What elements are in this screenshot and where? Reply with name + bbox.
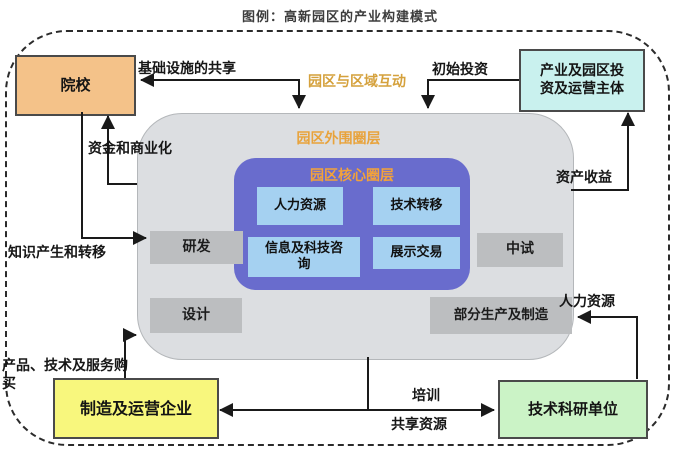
node-research-unit: 技术科研单位 bbox=[498, 380, 648, 439]
flow-label-training: 培训 bbox=[412, 388, 440, 404]
park-core-label: 园区核心圈层 bbox=[310, 168, 394, 184]
flow-label-knowledge: 知识产生和转移 bbox=[8, 245, 106, 261]
flow-label-region-interaction: 园区与区域互动 bbox=[308, 74, 406, 90]
core-item-info-consulting: 信息及科技咨 询 bbox=[248, 237, 360, 277]
diagram-title: 图例：高新园区的产业构建模式 bbox=[241, 10, 438, 25]
flow-label-capital: 资金和商业化 bbox=[88, 141, 172, 157]
node-manufacturer: 制造及运营企业 bbox=[53, 378, 219, 439]
core-item-tech-transfer: 技术转移 bbox=[373, 187, 460, 225]
outer-dashed-border bbox=[5, 30, 670, 446]
core-item-human-resources: 人力资源 bbox=[257, 187, 343, 225]
flow-label-initial-investment: 初始投资 bbox=[432, 62, 488, 78]
outer-item-rd: 研发 bbox=[150, 231, 243, 264]
node-college: 院校 bbox=[15, 55, 136, 116]
node-investor: 产业及园区投 资及运营主体 bbox=[519, 49, 645, 112]
outer-item-partial-production: 部分生产及制造 bbox=[430, 297, 572, 334]
outer-item-design: 设计 bbox=[150, 298, 242, 333]
flow-label-asset-income: 资产收益 bbox=[556, 170, 612, 186]
flow-label-shared-resources: 共享资源 bbox=[391, 417, 447, 433]
flow-label-purchase: 产品、技术及服务购 买 bbox=[2, 358, 128, 393]
core-item-exhibition-trade: 展示交易 bbox=[373, 237, 460, 269]
flow-label-human-resources: 人力资源 bbox=[559, 294, 615, 310]
park-outer-label: 园区外围圈层 bbox=[296, 131, 381, 147]
outer-item-pilot-test: 中试 bbox=[477, 233, 563, 267]
flow-label-infrastructure: 基础设施的共享 bbox=[138, 61, 236, 77]
